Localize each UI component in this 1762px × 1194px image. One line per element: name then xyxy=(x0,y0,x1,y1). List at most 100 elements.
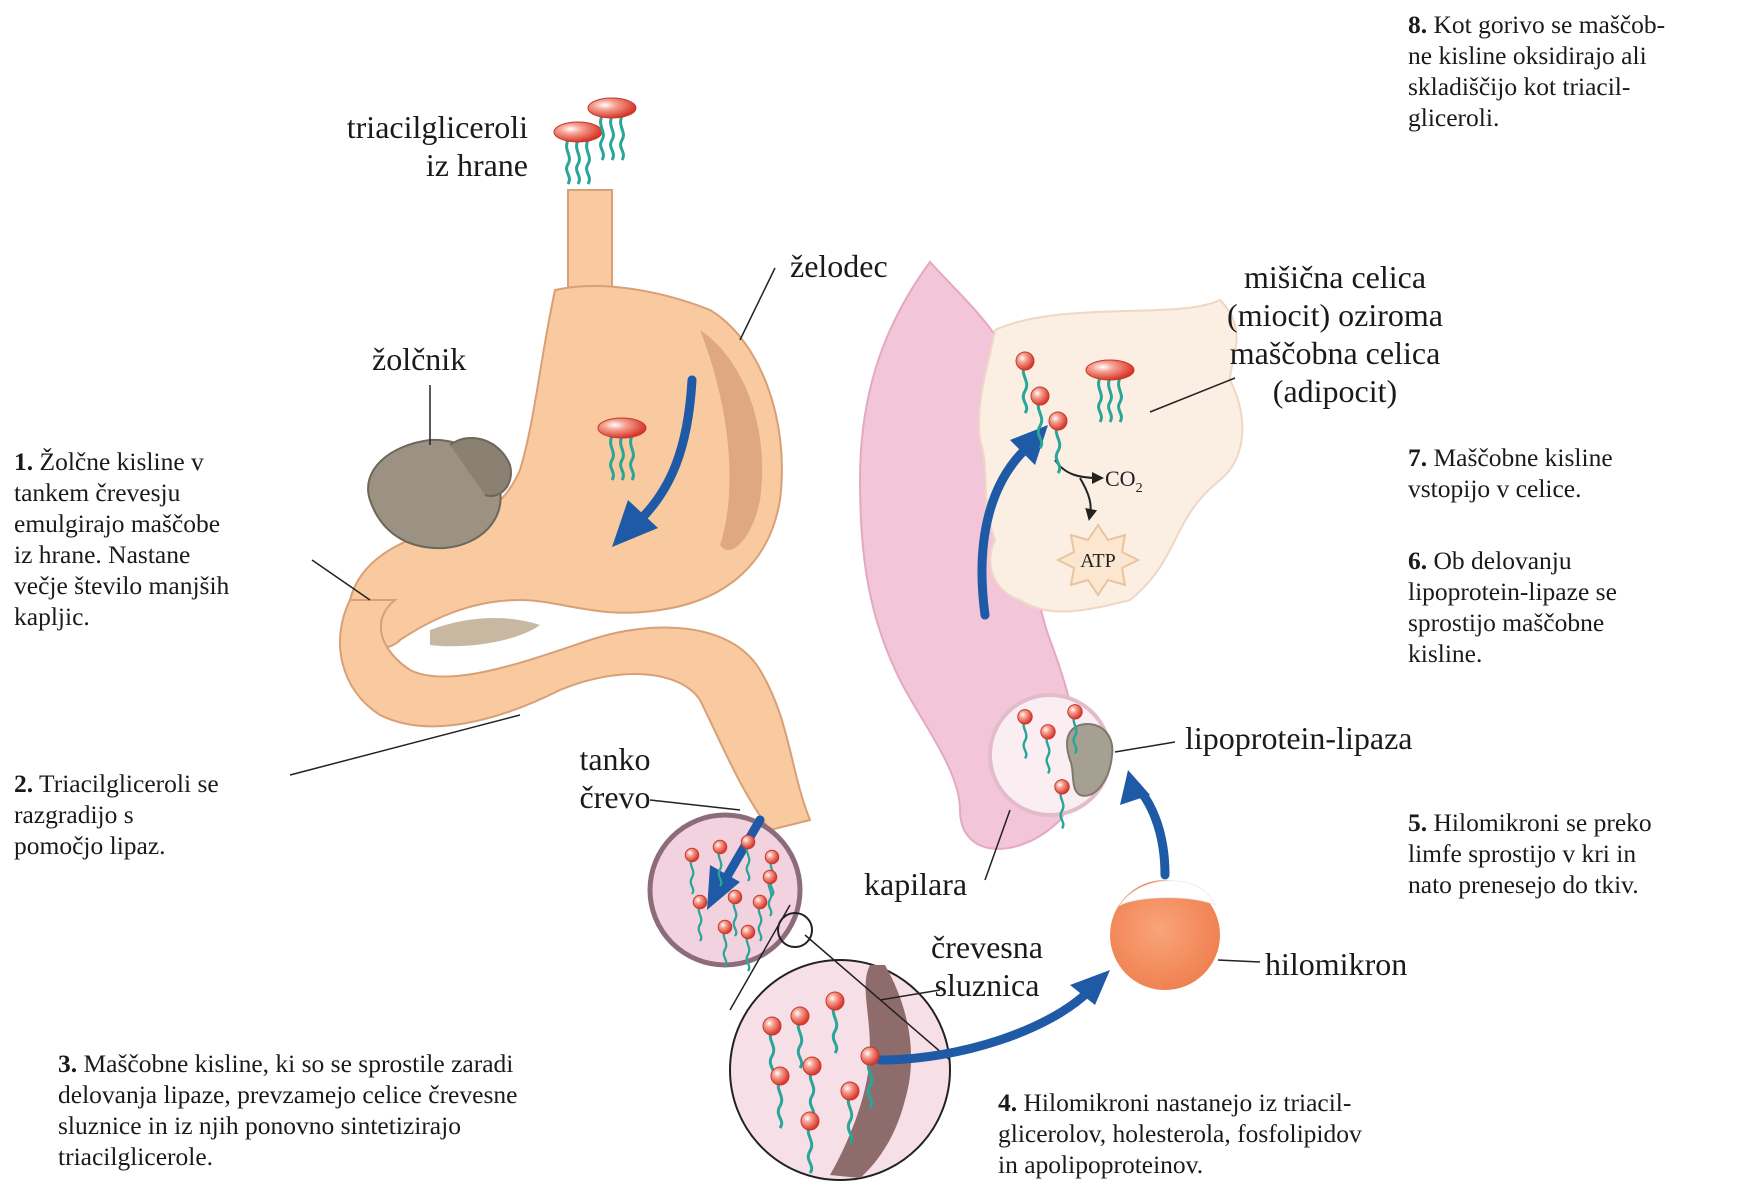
step-line: 3. Maščobne kisline, ki so se sprostile … xyxy=(58,1048,517,1079)
step-line: 5. Hilomikroni se preko xyxy=(1408,807,1652,838)
fatty-acid-head xyxy=(1041,725,1055,739)
triglyceride-tail xyxy=(621,116,624,160)
fatty-acid-head xyxy=(685,848,699,862)
triglyceride-tail xyxy=(611,116,614,160)
step-line: pomočjo lipaz. xyxy=(14,830,219,861)
fatty-acid-head xyxy=(1018,710,1032,724)
step-line: gliceroli. xyxy=(1408,102,1665,133)
fatty-acid-head xyxy=(1055,780,1069,794)
step-text: Kot gorivo se maščob- xyxy=(1427,10,1665,39)
fatty-acid-head xyxy=(1049,412,1067,430)
label-small-intestine: tanko črevo xyxy=(560,740,670,816)
step-line: emulgirajo maščobe xyxy=(14,508,229,539)
leader-stomach xyxy=(740,268,775,340)
step-line: in apolipoproteinov. xyxy=(998,1149,1362,1180)
fatty-acid-head xyxy=(826,992,844,1010)
label-line: tanko xyxy=(560,740,670,778)
step-line: 4. Hilomikroni nastanejo iz triacil- xyxy=(998,1087,1362,1118)
step-6: 6. Ob delovanju lipoprotein-lipaze se sp… xyxy=(1408,545,1617,669)
step-7: 7. Maščobne kisline vstopijo v celice. xyxy=(1408,442,1613,504)
triglyceride-tail xyxy=(577,140,580,184)
fatty-acid-head xyxy=(771,1067,789,1085)
label-line: (miocit) oziroma xyxy=(1175,296,1495,334)
step-line: nato prenesejo do tkiv. xyxy=(1408,869,1652,900)
step-text: Hilomikroni nastanejo iz triacil- xyxy=(1017,1088,1351,1117)
step-line: kisline. xyxy=(1408,638,1617,669)
step-number: 8. xyxy=(1408,10,1427,39)
step-line: ne kisline oksidirajo ali xyxy=(1408,40,1665,71)
step-number: 4. xyxy=(998,1088,1017,1117)
fatty-acid-head xyxy=(753,895,767,909)
label-muscle-fat-cell: mišična celica (miocit) oziroma maščobna… xyxy=(1175,258,1495,410)
fatty-acid-head xyxy=(765,850,779,864)
triglyceride-head xyxy=(588,98,636,118)
fatty-acid-head xyxy=(763,870,777,884)
label-gallbladder: žolčnik xyxy=(372,340,466,378)
fatty-acid-head xyxy=(861,1047,879,1065)
fatty-acid-head xyxy=(718,920,732,934)
intestine-loop-shadow xyxy=(430,618,540,646)
step-number: 6. xyxy=(1408,546,1427,575)
label-chylomicron: hilomikron xyxy=(1265,945,1407,983)
fatty-acid-head xyxy=(713,840,727,854)
step-line: večje število manjših xyxy=(14,570,229,601)
step-line: triacilglicerole. xyxy=(58,1141,517,1172)
fatty-acid-head xyxy=(1016,352,1034,370)
step-line: skladiščijo kot triacil- xyxy=(1408,71,1665,102)
leader-lipase xyxy=(1115,742,1175,752)
step-text: Triacilgliceroli se xyxy=(33,769,219,798)
step-text: Hilomikroni se preko xyxy=(1427,808,1652,837)
label-capillary: kapilara xyxy=(864,865,967,903)
fatty-acid-head xyxy=(693,895,707,909)
step-5: 5. Hilomikroni se preko limfe sprostijo … xyxy=(1408,807,1652,900)
step-line: delovanja lipaze, prevzamejo celice črev… xyxy=(58,1079,517,1110)
atp-label: ATP xyxy=(1080,550,1116,572)
label-line: črevesna xyxy=(912,928,1062,966)
label-line: iz hrane xyxy=(280,146,528,184)
label-line: triacilgliceroli xyxy=(280,108,528,146)
step-text: Ob delovanju xyxy=(1427,546,1571,575)
step-line: sluznice in iz njih ponovno sintetiziraj… xyxy=(58,1110,517,1141)
step-8: 8. Kot gorivo se maščob- ne kisline oksi… xyxy=(1408,9,1665,133)
label-line: maščobna celica xyxy=(1175,334,1495,372)
fatty-acid-head xyxy=(763,1017,781,1035)
label-lipoprotein-lipase: lipoprotein-lipaza xyxy=(1185,719,1412,757)
step-number: 2. xyxy=(14,769,33,798)
step-2: 2. Triacilgliceroli se razgradijo s pomo… xyxy=(14,768,219,861)
label-triacylglycerols-food: triacilgliceroli iz hrane xyxy=(280,108,528,184)
fatty-acid-head xyxy=(1031,387,1049,405)
fatty-acid-head xyxy=(803,1057,821,1075)
triglyceride-head xyxy=(598,418,646,438)
triglyceride-head xyxy=(1086,360,1134,380)
fatty-acid-head xyxy=(801,1112,819,1130)
fatty-acid-head xyxy=(728,890,742,904)
step-1: 1. Žolčne kisline v tankem črevesju emul… xyxy=(14,446,229,632)
step-number: 1. xyxy=(14,447,33,476)
step-line: limfe sprostijo v kri in xyxy=(1408,838,1652,869)
step-3: 3. Maščobne kisline, ki so se sprostile … xyxy=(58,1048,517,1172)
step-text: Maščobne kisline, ki so se sprostile zar… xyxy=(77,1049,513,1078)
step-line: 1. Žolčne kisline v xyxy=(14,446,229,477)
step-line: iz hrane. Nastane xyxy=(14,539,229,570)
fatty-acid-head xyxy=(1068,705,1082,719)
step-line: lipoprotein-lipaze se xyxy=(1408,576,1617,607)
fatty-acid-head xyxy=(741,835,755,849)
step-line: tankem črevesju xyxy=(14,477,229,508)
chylomicron xyxy=(1110,880,1220,990)
label-line: črevo xyxy=(560,778,670,816)
step-line: kapljic. xyxy=(14,601,229,632)
step-number: 5. xyxy=(1408,808,1427,837)
triglyceride-tail xyxy=(601,116,604,160)
fatty-acid-head xyxy=(841,1082,859,1100)
step-number: 3. xyxy=(58,1049,77,1078)
step-line: sprostijo maščobne xyxy=(1408,607,1617,638)
step-line: razgradijo s xyxy=(14,799,219,830)
label-stomach: želodec xyxy=(790,247,888,285)
step-line: 7. Maščobne kisline xyxy=(1408,442,1613,473)
step-number: 7. xyxy=(1408,443,1427,472)
step-text: Žolčne kisline v xyxy=(33,447,204,476)
step-text: Maščobne kisline xyxy=(1427,443,1613,472)
fatty-acid-head xyxy=(791,1007,809,1025)
label-line: sluznica xyxy=(912,966,1062,1004)
triglyceride-tail xyxy=(567,140,570,184)
